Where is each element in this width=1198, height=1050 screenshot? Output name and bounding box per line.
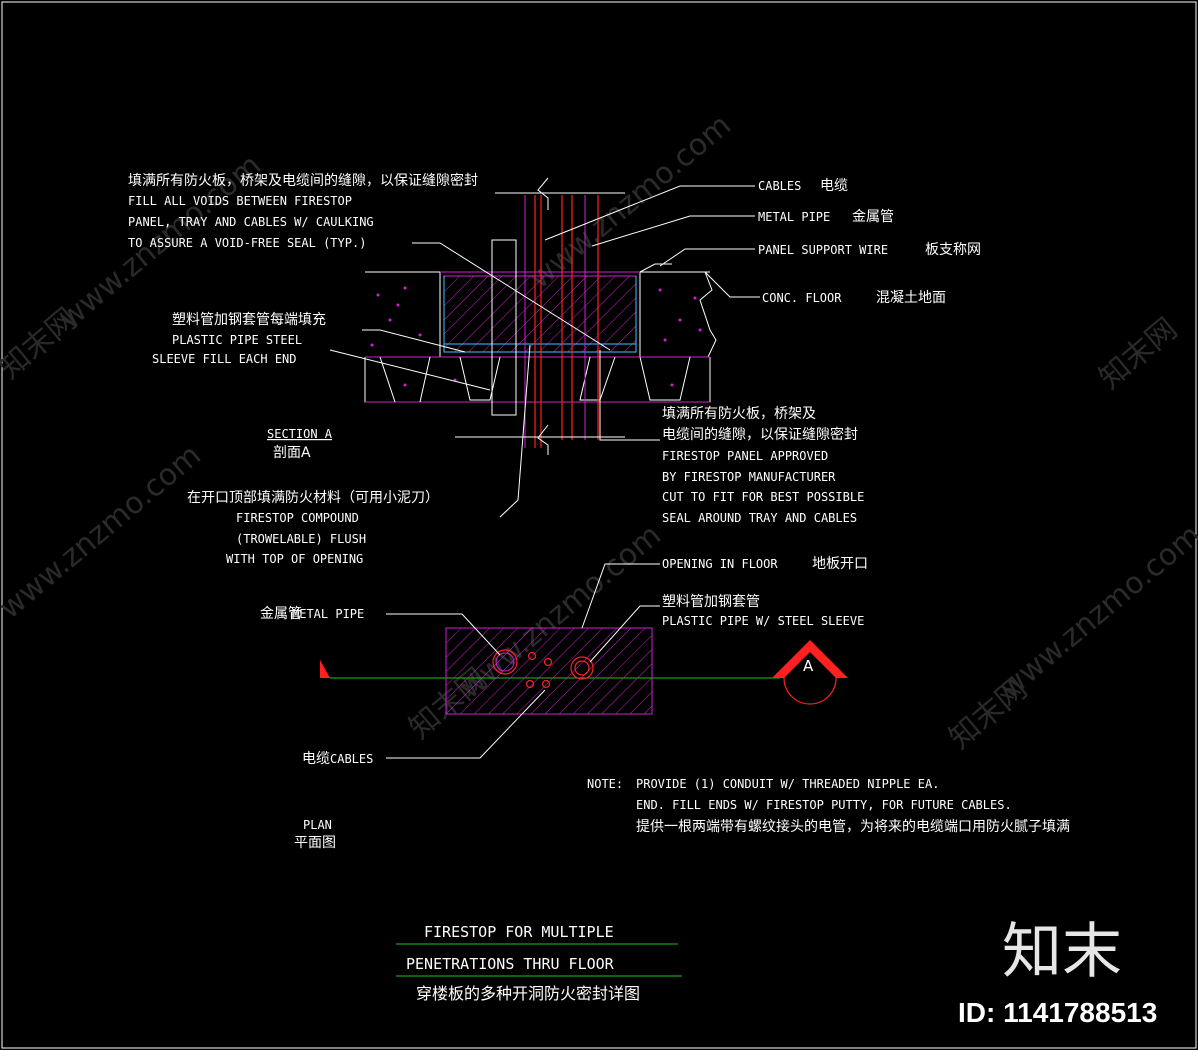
section-a-drawing bbox=[364, 177, 717, 455]
label-metal-pipe-en: METAL PIPE bbox=[758, 210, 830, 224]
note-line-1: PROVIDE (1) CONDUIT W/ THREADED NIPPLE E… bbox=[636, 777, 939, 791]
note-plastic-zh: 塑料管加钢套管每端填充 bbox=[172, 312, 326, 328]
note-compound-en-2: (TROWELABLE) FLUSH bbox=[236, 532, 366, 546]
note-compound-en-3: WITH TOP OF OPENING bbox=[226, 552, 363, 566]
concrete-slab-right bbox=[639, 271, 710, 358]
brand-id: ID: 1141788513 bbox=[958, 997, 1157, 1028]
watermark-text: 知末网 bbox=[1093, 311, 1184, 396]
plastic-pipe-sleeve bbox=[491, 239, 517, 416]
section-leaders bbox=[329, 185, 760, 518]
plan-leaders bbox=[386, 563, 660, 759]
note-plastic-en-2: SLEEVE FILL EACH END bbox=[152, 352, 297, 366]
label-sleeve-zh: 塑料管加钢套管 bbox=[662, 594, 760, 610]
note-voids-zh: 填满所有防火板，桥架及电缆间的缝隙，以保证缝隙密封 bbox=[128, 172, 478, 189]
plan-sleeve bbox=[570, 656, 594, 680]
label-sleeve-en: PLASTIC PIPE W/ STEEL SLEEVE bbox=[662, 614, 864, 628]
note-compound-zh: 在开口顶部填满防火材料（可用小泥刀） bbox=[187, 490, 439, 506]
note-line-3: 提供一根两端带有螺纹接头的电管，为将来的电缆端口用防火腻子填满 bbox=[636, 818, 1070, 835]
title-line-1: FIRESTOP FOR MULTIPLE bbox=[424, 923, 614, 941]
note-compound-en-1: FIRESTOP COMPOUND bbox=[236, 511, 359, 525]
note-line-2: END. FILL ENDS W/ FIRESTOP PUTTY, FOR FU… bbox=[636, 798, 1012, 812]
watermark-text: www.znzmo.com bbox=[523, 108, 738, 297]
label-plan-metal-pipe-en: METAL PIPE bbox=[292, 607, 364, 621]
title-line-2: PENETRATIONS THRU FLOOR bbox=[406, 955, 615, 973]
note-label: NOTE: bbox=[587, 777, 623, 791]
section-a-label-zh: 剖面A bbox=[273, 445, 311, 461]
label-opening-en: OPENING IN FLOOR bbox=[662, 557, 778, 571]
firestop-compound bbox=[443, 275, 637, 345]
plan-cable bbox=[525, 679, 535, 689]
title-line-3: 穿楼板的多种开洞防火密封详图 bbox=[416, 984, 640, 1003]
note-voids-en-2: PANEL, TRAY AND CABLES W/ CAULKING bbox=[128, 215, 374, 229]
note-panel-en-1: FIRESTOP PANEL APPROVED bbox=[662, 449, 828, 463]
svg-text:A: A bbox=[803, 657, 814, 675]
section-arrow-left bbox=[320, 660, 330, 678]
label-plan-metal-pipe-zh: 金属管 bbox=[260, 606, 302, 622]
note-panel-zh-2: 电缆间的缝隙，以保证缝隙密封 bbox=[662, 426, 858, 443]
plan-cable bbox=[527, 651, 537, 661]
label-cables-zh: 电缆 bbox=[820, 178, 848, 194]
note-voids-en-1: FILL ALL VOIDS BETWEEN FIRESTOP bbox=[128, 194, 352, 208]
plan-drawing: A bbox=[320, 627, 848, 715]
note-panel-en-4: SEAL AROUND TRAY AND CABLES bbox=[662, 511, 857, 525]
label-conc-floor-zh: 混凝土地面 bbox=[876, 290, 946, 306]
plan-opening bbox=[445, 627, 653, 715]
section-a-label: SECTION A bbox=[267, 427, 333, 441]
section-marker: A bbox=[772, 640, 848, 705]
note-plastic-en-1: PLASTIC PIPE STEEL bbox=[172, 333, 302, 347]
title-block: FIRESTOP FOR MULTIPLE PENETRATIONS THRU … bbox=[396, 923, 682, 1003]
watermark-text: www.znzmo.com bbox=[0, 438, 208, 627]
plan-metal-pipe bbox=[492, 649, 518, 675]
watermark-text: www.znzmo.com bbox=[993, 518, 1198, 707]
label-plan-cables-zh: 电缆 bbox=[302, 751, 330, 767]
label-metal-pipe-zh: 金属管 bbox=[852, 209, 894, 225]
label-opening-zh: 地板开口 bbox=[812, 556, 868, 572]
plan-label: PLAN bbox=[303, 818, 332, 832]
plan-cable bbox=[541, 679, 551, 689]
label-conc-floor-en: CONC. FLOOR bbox=[762, 291, 842, 305]
concrete-slab-left bbox=[365, 271, 441, 358]
label-cables-en: CABLES bbox=[758, 179, 801, 193]
plan-label-zh: 平面图 bbox=[294, 835, 336, 851]
label-support-wire-en: PANEL SUPPORT WIRE bbox=[758, 243, 888, 257]
note-panel-en-2: BY FIRESTOP MANUFACTURER bbox=[662, 470, 836, 484]
note-voids-en-3: TO ASSURE A VOID-FREE SEAL (TYP.) bbox=[128, 236, 366, 250]
label-support-wire-zh: 板支称网 bbox=[925, 242, 981, 258]
note-panel-en-3: CUT TO FIT FOR BEST POSSIBLE bbox=[662, 490, 864, 504]
concrete-aggregate bbox=[370, 286, 702, 387]
label-plan-cables-en: CABLES bbox=[330, 752, 373, 766]
plan-cable bbox=[543, 657, 553, 667]
brand-logo: 知末 bbox=[1002, 917, 1122, 987]
metal-pipe-section bbox=[561, 195, 599, 440]
note-panel-zh-1: 填满所有防火板，桥架及 bbox=[662, 406, 816, 422]
